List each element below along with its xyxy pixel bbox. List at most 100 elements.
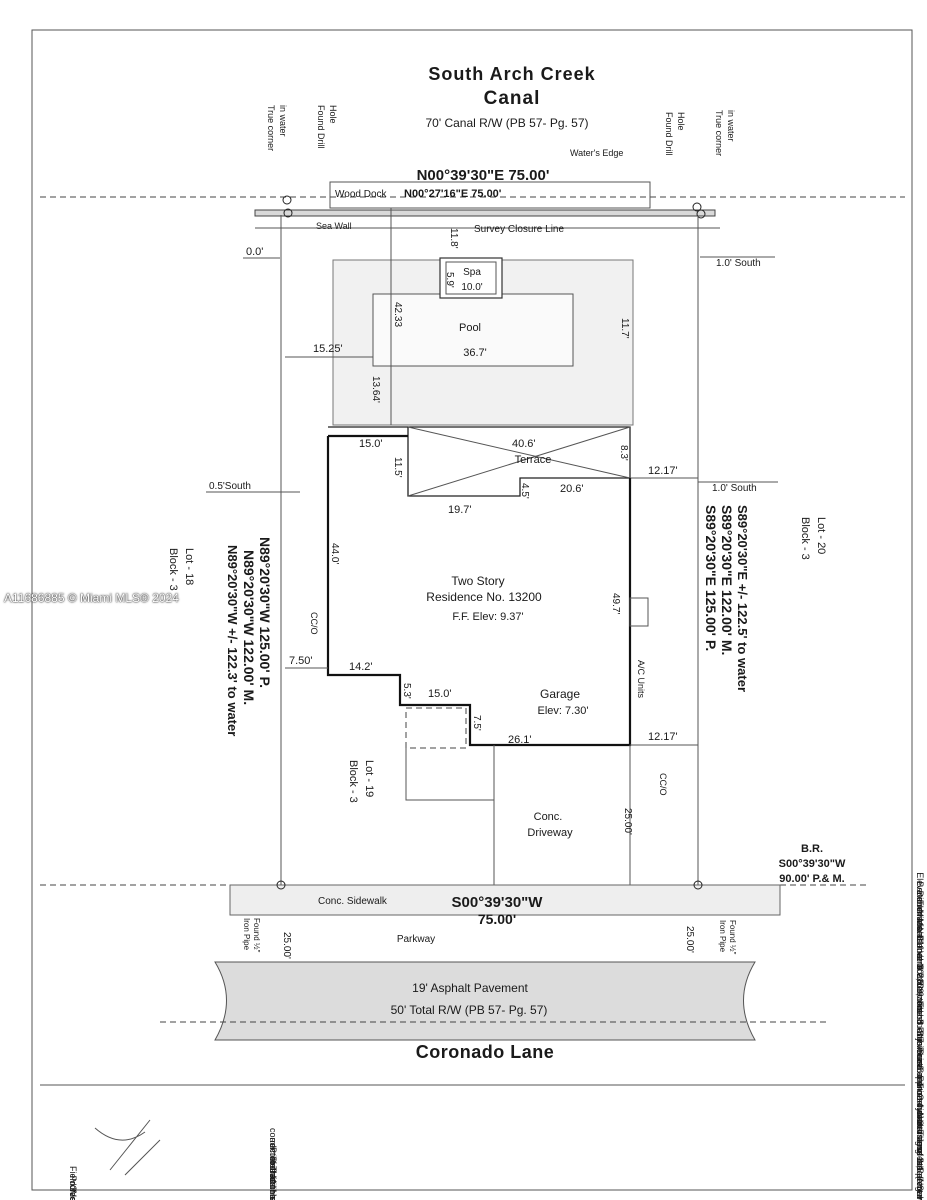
certification-line-0: I Hereby — [268, 1185, 278, 1200]
se-iron-pipe-marker — [693, 880, 703, 890]
surveyor-note-line-7: 3. These lan — [915, 1121, 925, 1170]
spa-inner — [445, 261, 497, 295]
wood-dock-outline — [329, 181, 651, 209]
cco-right: CC/O — [658, 773, 668, 796]
dim-8-3: 8.3' — [618, 445, 629, 461]
dim-40-6: 40.6' — [512, 438, 536, 450]
mls-watermark: A11686885 © Miami MLS® 2024 — [4, 591, 179, 605]
certification-line-2: That this S — [268, 1166, 278, 1200]
signer-line-0: Odalys C. I — [68, 1185, 78, 1200]
sea-wall-band — [254, 209, 716, 217]
surveyor-note-line-28: National G — [915, 927, 925, 970]
terrace-diagonal-2 — [407, 426, 631, 497]
right-true-corner-1: True corner — [714, 110, 724, 156]
offset-left-mid: 0.5'South — [209, 481, 251, 492]
spa-outline — [439, 257, 503, 299]
dim-14-2: 14.2' — [349, 661, 373, 673]
dim-25-00-right: 25.00' — [684, 926, 695, 953]
surveyor-note-line-26: foot in 7,5 — [915, 946, 925, 986]
surveyor-note-line-18: 8. This Surv — [915, 1019, 925, 1067]
iron-left-2: Iron Pipe — [242, 918, 251, 951]
surveyor-note-line-12: utilities ha — [915, 1075, 925, 1115]
total-rw-label: 50' Total R/W (PB 57- Pg. 57) — [391, 1003, 548, 1017]
right-drill-hole-1: Found Drill — [664, 112, 674, 156]
spa-label: Spa — [463, 267, 481, 278]
sheet-border — [31, 29, 913, 1191]
north-bearing: N00°39'30"E 75.00' — [417, 167, 550, 184]
pool-label: Pool — [459, 322, 481, 334]
br-line-2: S00°39'30"W — [779, 858, 846, 870]
surveyor-note-line-25: and exce — [915, 955, 925, 992]
left-drill-marker — [283, 208, 293, 218]
certification-line-6: correct to tl — [268, 1128, 278, 1173]
surveyor-note-line-14: are appro — [915, 1056, 925, 1095]
west-bearing-3: N89°20'30"W +/- 122.3' to water — [225, 545, 240, 736]
surveyor-note-line-2: 1. Legal Des — [915, 1167, 925, 1200]
right-drill-hole-2: Hole — [676, 112, 686, 131]
south-bearing: S00°39'30"W — [452, 894, 544, 911]
lot18-line-1: Lot - 18 — [183, 548, 195, 585]
surveyor-note-line-27: 11. Vertica — [915, 937, 925, 979]
dim-15-25: 15.25' — [313, 343, 343, 355]
dim-12-17-top: 12.17' — [648, 465, 678, 477]
dim-42-33: 42.33 — [392, 302, 403, 327]
surveyor-note-line-24: 10. Horizon — [915, 964, 925, 1010]
west-bearing-1: N89°20'30"W 125.00' P. — [257, 537, 273, 688]
right-true-corner-2: in water — [726, 110, 736, 142]
surveyor-note-line-21: 9. Flood P — [915, 992, 925, 1033]
right-corner-marker — [696, 209, 706, 219]
dim-11-5: 11.5' — [392, 457, 403, 478]
title-line-2: Canal — [484, 88, 541, 109]
road-name: Coronado Lane — [416, 1042, 555, 1062]
surveyor-note-line-5: angles, a — [915, 1139, 925, 1176]
surveyor-note-line-6: unless oth — [915, 1130, 925, 1171]
canal-rw: 70' Canal R/W (PB 57- Pg. 57) — [425, 116, 588, 130]
residence-outline — [326, 436, 632, 747]
iron-left-1: Found ½" — [252, 918, 261, 953]
right-drill-marker — [692, 202, 702, 212]
left-drill-hole-1: Found Drill — [316, 105, 326, 149]
east-bearing-2: S89°20'30"E 122.00' M. — [719, 505, 735, 655]
br-line-3: 90.00' P.& M. — [779, 873, 844, 885]
pool-outline — [372, 293, 574, 367]
dim-44-0: 44.0' — [329, 543, 340, 564]
garage-label: Garage — [540, 687, 580, 701]
certification-line-3: Profession — [268, 1157, 278, 1200]
surveyor-note-line-32: Bench Ma — [915, 891, 925, 932]
spa-height: 5.9' — [444, 272, 455, 288]
ac-unit-pad — [629, 597, 649, 627]
driveway-line-2: Driveway — [527, 827, 573, 839]
terrace-label: Terrace — [515, 454, 552, 466]
dim-25-00-left: 25.00' — [281, 932, 292, 959]
signer-line-2: Field Work — [68, 1166, 78, 1200]
lot19-line-2: Block - 3 — [347, 760, 359, 803]
cco-left: CC/O — [309, 612, 319, 635]
dim-7-50: 7.50' — [289, 655, 313, 667]
spa-width: 10.0' — [461, 282, 482, 293]
pool-height: 11.7' — [619, 318, 630, 339]
left-true-corner-2: in water — [278, 105, 288, 137]
left-true-corner-1: True corner — [266, 105, 276, 151]
surveyor-note-line-0: Surveyor — [915, 1185, 925, 1200]
offset-right-mid: 1.0' South — [712, 483, 757, 494]
surveyor-note-line-10: meridian c — [915, 1093, 925, 1135]
lot20-line-1: Lot - 20 — [815, 517, 827, 554]
iron-right-1: Found ½" — [728, 920, 737, 955]
dim-13-64: 13.64' — [370, 376, 381, 403]
dim-11-8: 11.8' — [448, 228, 459, 249]
surveyor-note-line-17: adjoiners. — [915, 1029, 925, 1068]
pool-width: 36.7' — [463, 347, 487, 359]
surveyor-note-line-23: 2009, this — [915, 973, 925, 1013]
surveyor-note-line-3: 2. Referenc — [915, 1157, 925, 1200]
dim-19-7: 19.7' — [448, 504, 472, 516]
driveway-line-1: Conc. — [534, 811, 563, 823]
residence-line-1: Two Story — [451, 574, 504, 588]
sea-wall-label: Sea Wall — [316, 221, 352, 231]
west-bearing-2: N89°20'30"W 122.00' M. — [241, 550, 257, 705]
closure-label: Survey Closure Line — [474, 224, 564, 235]
surveyor-note-line-30: miles. Ele — [915, 909, 925, 948]
wood-dock-bearing: N00°27'16"E 75.00' — [404, 188, 502, 200]
signer-block: Odalys C. IProfessioField Work — [68, 1166, 78, 1200]
